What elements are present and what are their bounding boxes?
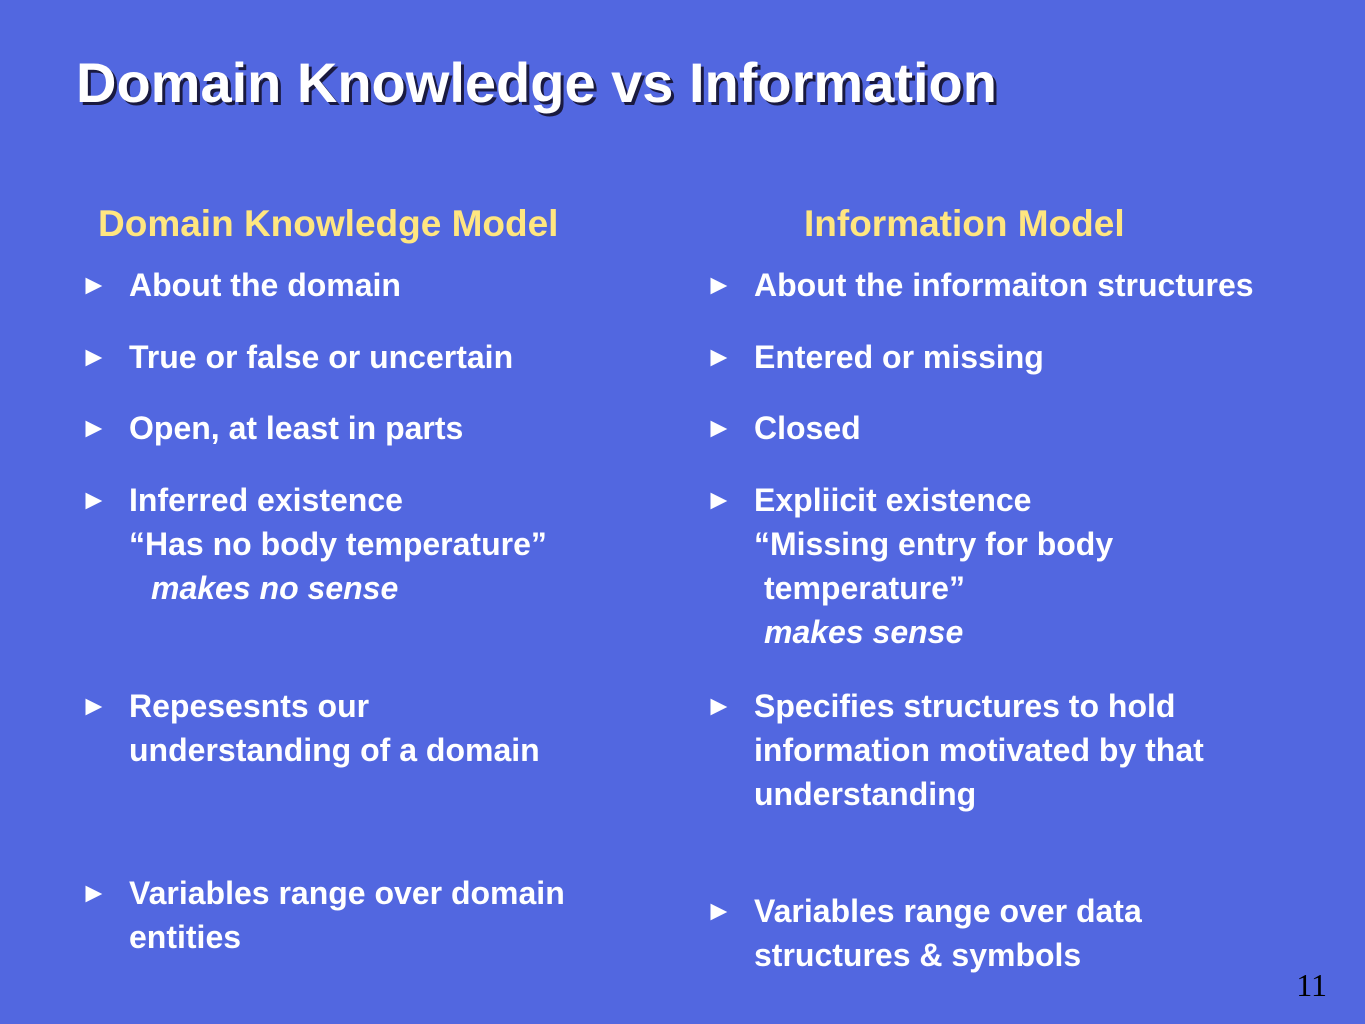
- bullet-text: Open, at least in parts: [129, 410, 464, 446]
- bullet-note: makes no sense: [151, 570, 399, 606]
- slide-title: Domain Knowledge vs Information: [76, 51, 997, 114]
- bullet-arrow-icon: ►: [80, 412, 108, 443]
- bullet-text: Specifies structures to hold: [754, 688, 1176, 724]
- bullet-text: information motivated by that: [754, 732, 1204, 768]
- bullet-arrow-icon: ►: [80, 690, 108, 721]
- page-number: 11: [1296, 967, 1327, 1003]
- bullet-text: structures & symbols: [754, 937, 1082, 973]
- information-model-heading: Information Model: [804, 203, 1125, 244]
- bullet-arrow-icon: ►: [705, 341, 733, 372]
- bullet-text: entities: [129, 919, 242, 955]
- bullet-text: About the domain: [129, 267, 401, 303]
- bullet-arrow-icon: ►: [705, 895, 733, 926]
- bullet-text: understanding of a domain: [129, 732, 540, 768]
- bullet-text: Closed: [754, 410, 861, 446]
- bullet-arrow-icon: ►: [80, 484, 108, 515]
- bullet-text: Repesesnts our: [129, 688, 370, 724]
- bullet-arrow-icon: ►: [705, 412, 733, 443]
- bullet-text: Variables range over data: [754, 893, 1142, 929]
- bullet-arrow-icon: ►: [80, 341, 108, 372]
- bullet-quote-continued: temperature”: [764, 570, 965, 606]
- bullet-arrow-icon: ►: [80, 877, 108, 908]
- bullet-arrow-icon: ►: [80, 269, 108, 300]
- bullet-text: Inferred existence: [129, 482, 403, 518]
- bullet-text: Variables range over domain: [129, 875, 565, 911]
- bullet-arrow-icon: ►: [705, 690, 733, 721]
- bullet-note: makes sense: [764, 614, 964, 650]
- domain-knowledge-heading: Domain Knowledge Model: [98, 203, 559, 244]
- bullet-arrow-icon: ►: [705, 484, 733, 515]
- bullet-text: About the informaiton structures: [754, 267, 1254, 303]
- bullet-text: understanding: [754, 776, 977, 812]
- bullet-quote: “Has no body temperature”: [129, 526, 547, 562]
- bullet-text: True or false or uncertain: [129, 339, 514, 375]
- bullet-arrow-icon: ►: [705, 269, 733, 300]
- bullet-text: Expliicit existence: [754, 482, 1032, 518]
- bullet-quote: “Missing entry for body: [754, 526, 1114, 562]
- bullet-text: Entered or missing: [754, 339, 1044, 375]
